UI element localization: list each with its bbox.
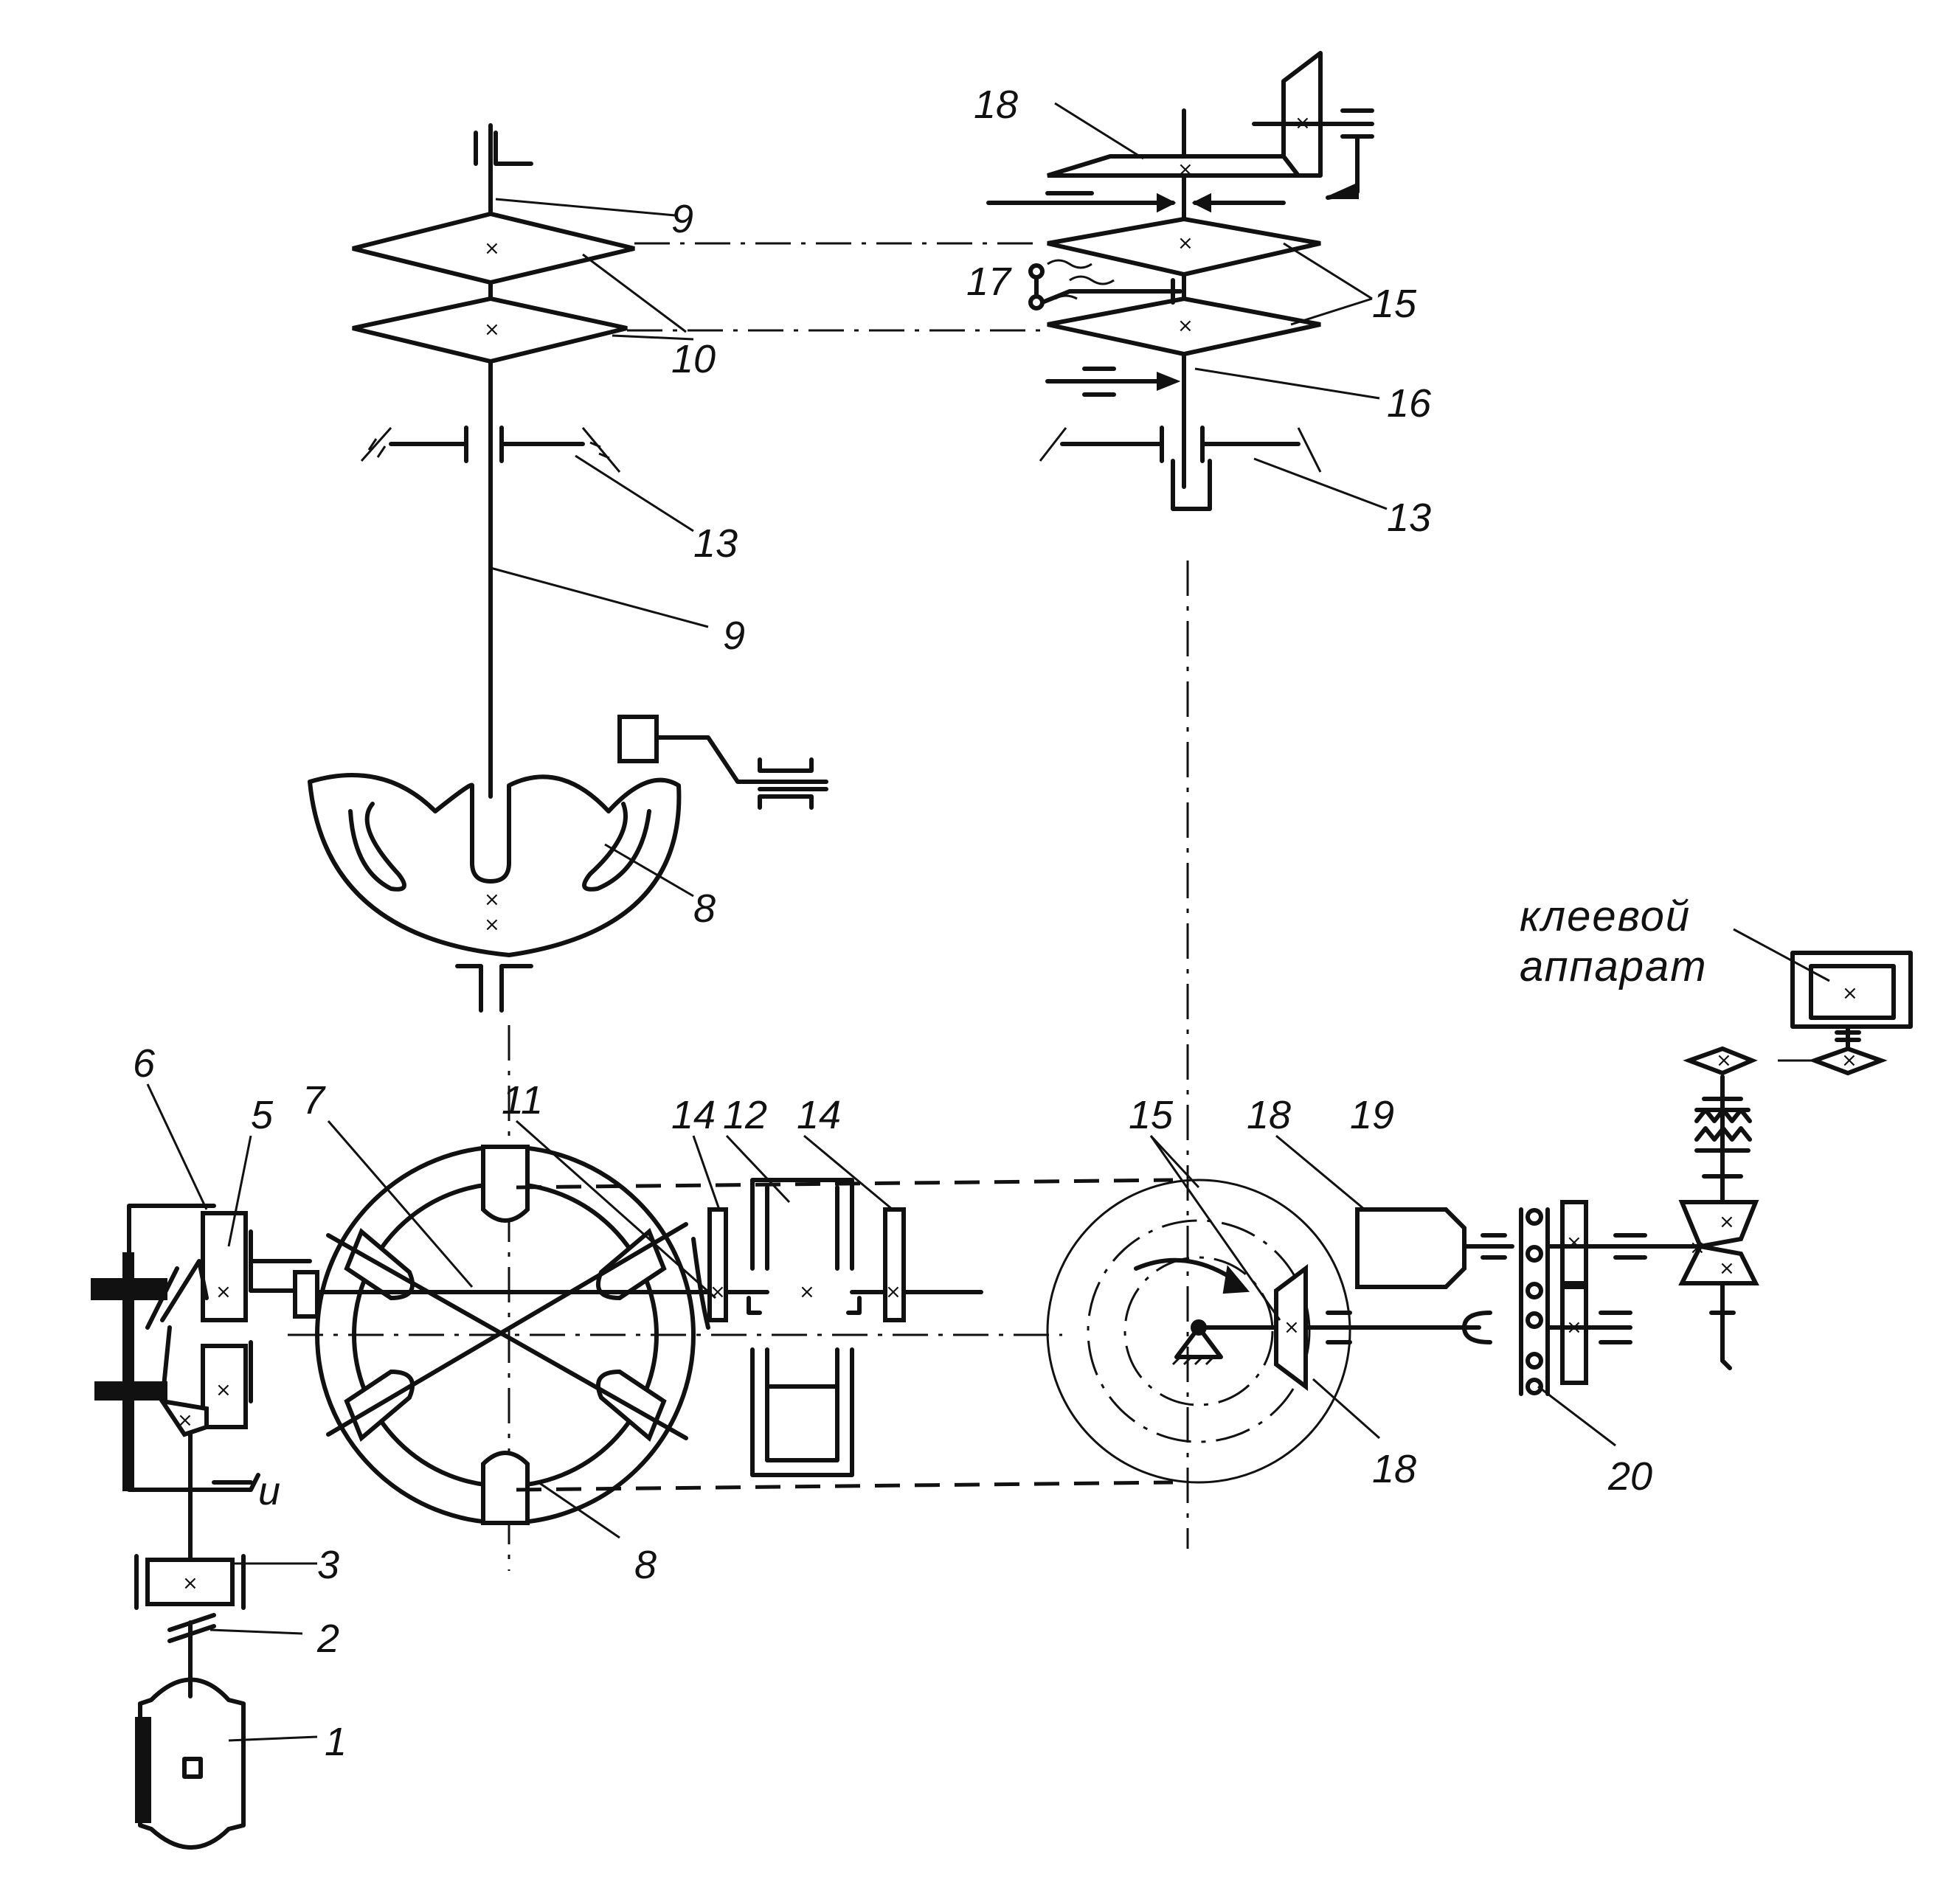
- upper-left-assembly: × × × ×: [308, 123, 828, 1013]
- svg-text:×: ×: [177, 1409, 193, 1431]
- label-18-top: 18: [974, 83, 1018, 127]
- label-2: 2: [316, 1617, 339, 1661]
- label-19: 19: [1350, 1093, 1394, 1137]
- svg-text:×: ×: [1177, 232, 1194, 254]
- label-15-bottom: 15: [1129, 1093, 1174, 1137]
- motor-and-gearbox: × × × ×: [91, 1204, 489, 1850]
- svg-text:×: ×: [182, 1572, 198, 1594]
- svg-text:×: ×: [484, 237, 500, 260]
- label-18-bottom: 18: [1372, 1447, 1416, 1491]
- label-11: 11: [502, 1078, 543, 1122]
- upper-right-assembly: × × × ×: [986, 51, 1374, 511]
- label-8-top: 8: [693, 886, 716, 931]
- label-15-top: 15: [1372, 282, 1417, 326]
- label-16: 16: [1387, 381, 1432, 426]
- svg-text:×: ×: [484, 319, 500, 341]
- svg-text:×: ×: [1284, 1316, 1300, 1339]
- svg-text:×: ×: [484, 889, 500, 911]
- svg-text:×: ×: [1177, 159, 1194, 181]
- svg-text:×: ×: [1177, 315, 1194, 337]
- labels: 9 10 13 9 8 18 15 17 16 13 6 5 7 11 14 1…: [133, 83, 1708, 1764]
- label-13-right: 13: [1387, 496, 1431, 540]
- svg-text:×: ×: [484, 914, 500, 936]
- label-6: 6: [133, 1041, 156, 1086]
- label-5: 5: [251, 1093, 274, 1137]
- glue-apparatus-label-line1: клеевой: [1520, 892, 1691, 940]
- label-7: 7: [302, 1078, 326, 1122]
- label-u: u: [258, 1469, 280, 1513]
- leader-lines: [146, 102, 1830, 1742]
- chain-20: [1519, 1207, 1550, 1396]
- label-9-mid: 9: [723, 614, 745, 658]
- label-12: 12: [723, 1093, 767, 1137]
- svg-text:×: ×: [1841, 1049, 1857, 1072]
- svg-text:×: ×: [215, 1379, 232, 1401]
- label-13-left: 13: [693, 521, 738, 566]
- label-14-b: 14: [797, 1093, 841, 1137]
- label-10: 10: [671, 337, 716, 381]
- label-3: 3: [317, 1543, 339, 1587]
- svg-text:×: ×: [710, 1281, 726, 1303]
- svg-text:×: ×: [885, 1281, 901, 1303]
- label-1: 1: [325, 1720, 347, 1764]
- label-9-top: 9: [671, 197, 693, 241]
- svg-text:×: ×: [1566, 1232, 1582, 1254]
- svg-text:×: ×: [799, 1281, 815, 1303]
- svg-text:×: ×: [215, 1281, 232, 1303]
- label-14-a: 14: [671, 1093, 716, 1137]
- wheel-and-gear-train: × × ×: [315, 1145, 1174, 1525]
- right-drive: × × × × × ×: [1046, 951, 1913, 1484]
- svg-text:×: ×: [1689, 1237, 1706, 1259]
- svg-text:×: ×: [1719, 1257, 1735, 1280]
- svg-text:×: ×: [1295, 112, 1311, 134]
- svg-text:×: ×: [1719, 1211, 1735, 1233]
- svg-text:×: ×: [1842, 982, 1858, 1004]
- label-20: 20: [1607, 1454, 1652, 1499]
- svg-text:×: ×: [1716, 1049, 1732, 1072]
- label-18-mid: 18: [1247, 1093, 1291, 1137]
- label-17: 17: [966, 260, 1012, 304]
- glue-apparatus-label-line2: аппарат: [1520, 943, 1708, 990]
- label-8-bottom: 8: [634, 1543, 657, 1587]
